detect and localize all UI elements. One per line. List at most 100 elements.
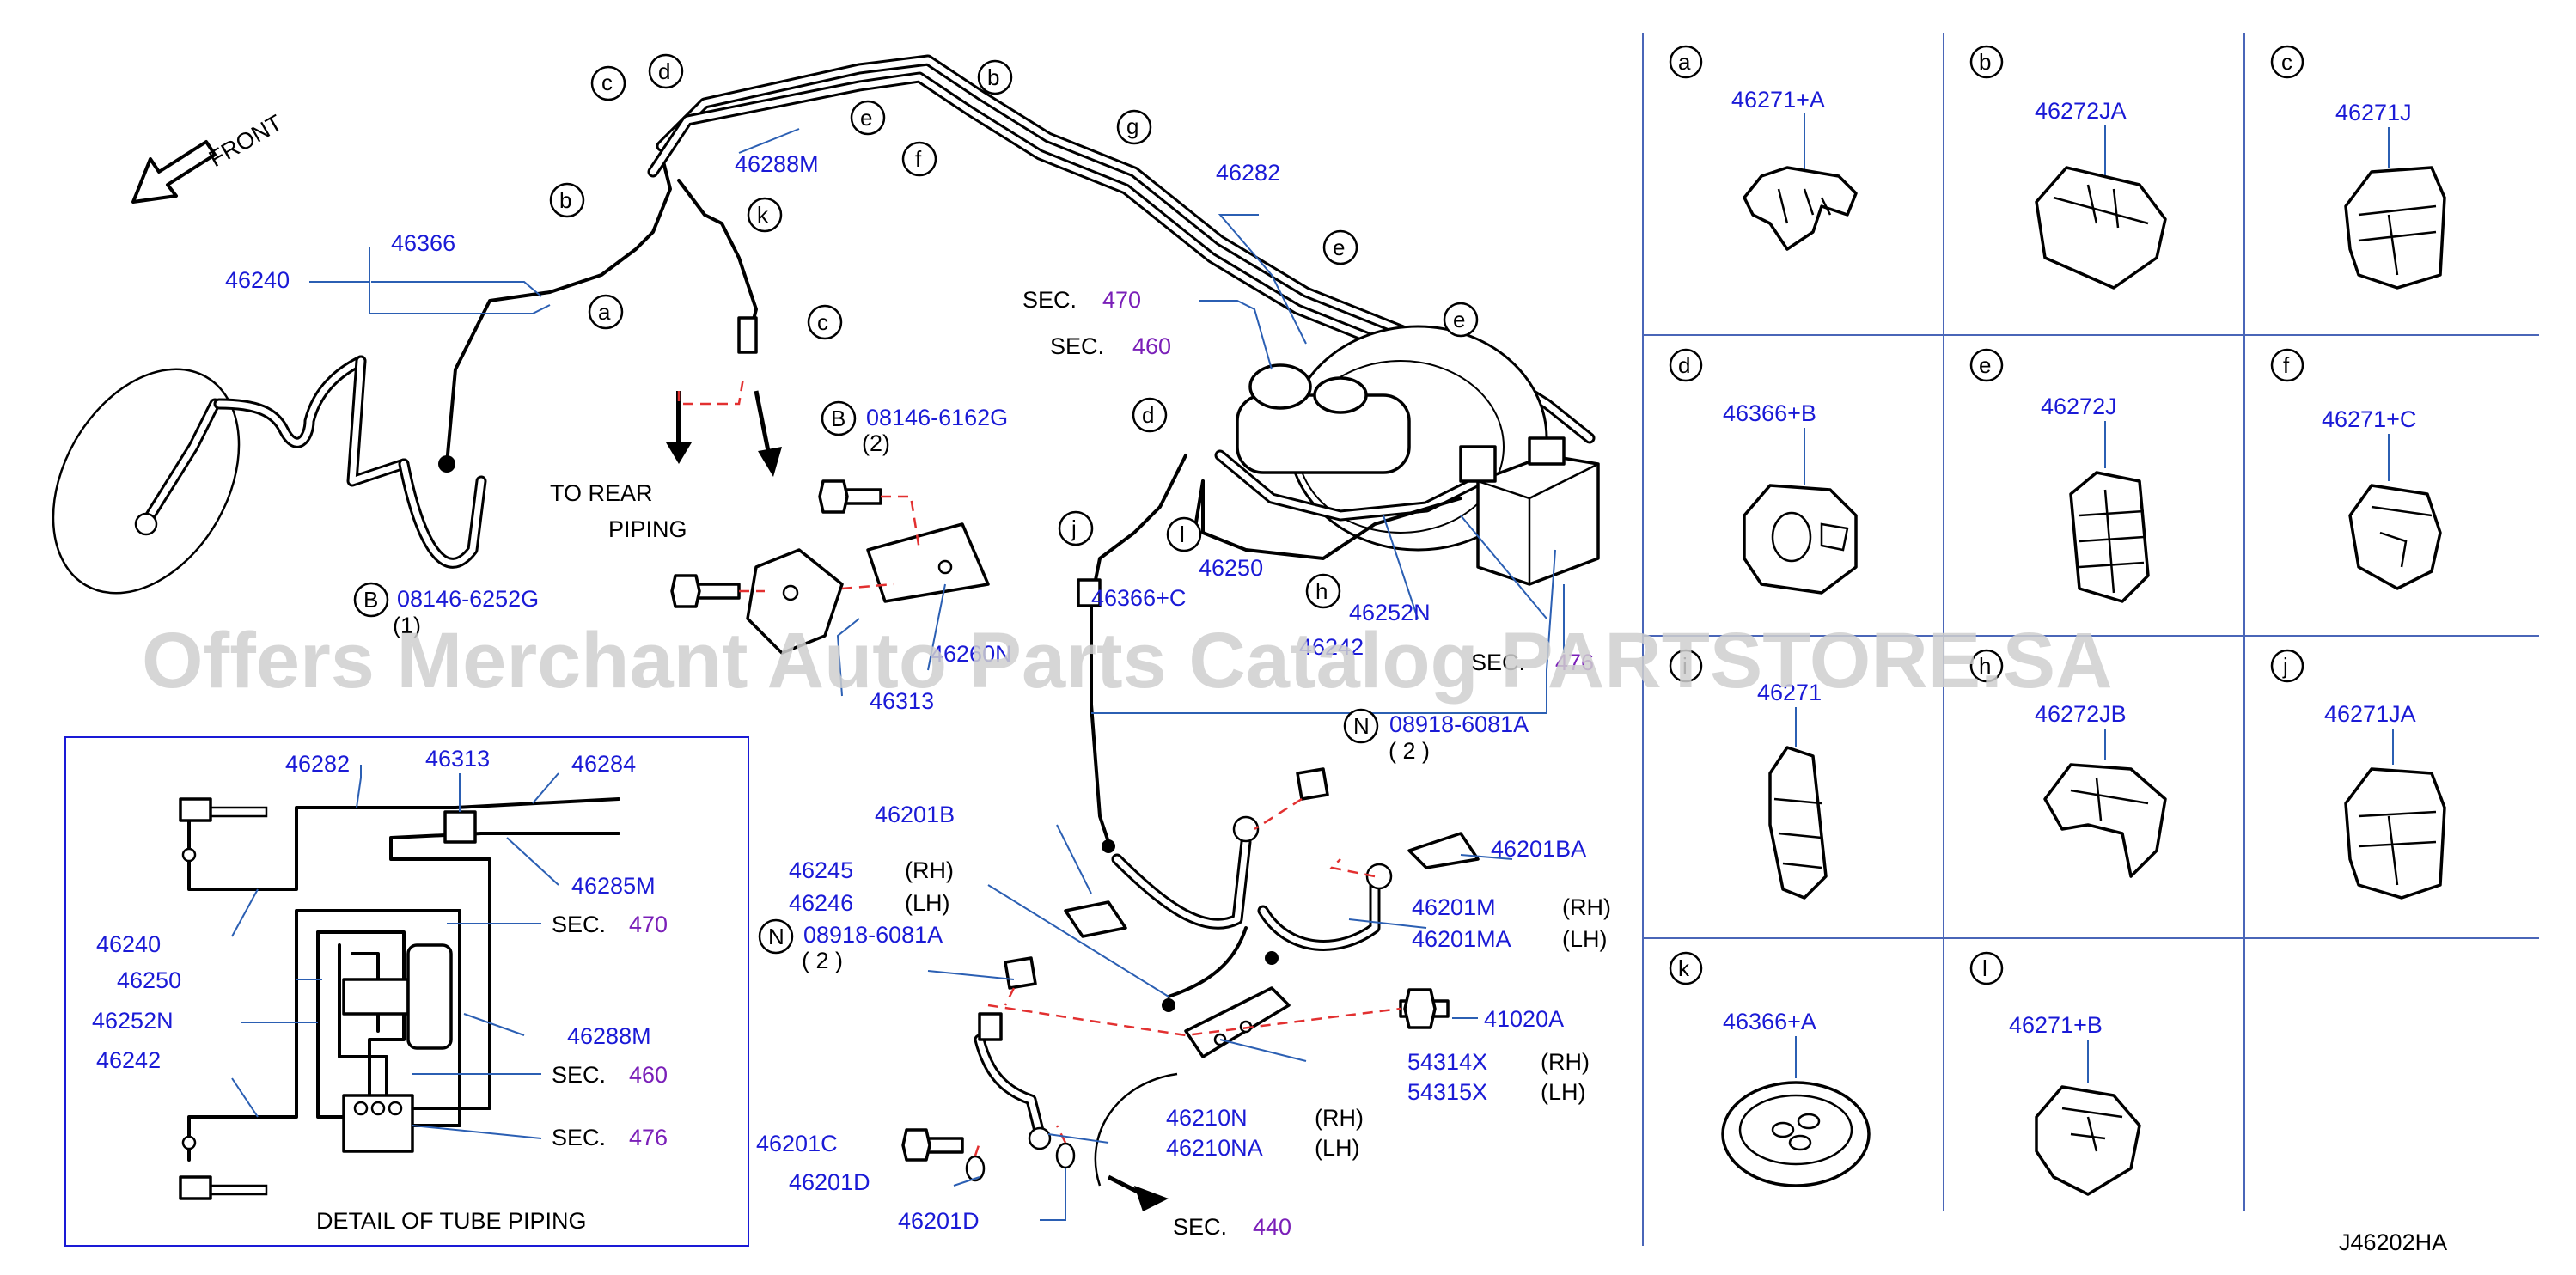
- part-46210n-rh: (RH): [1315, 1105, 1364, 1131]
- detail-sec-460: 460: [629, 1062, 668, 1088]
- callout-l: l: [1166, 516, 1202, 552]
- svg-text:e: e: [860, 105, 872, 131]
- svg-text:B: B: [831, 406, 845, 431]
- clip-cell-a: a 46271+A: [1669, 45, 1858, 251]
- svg-text:g: g: [1126, 113, 1138, 139]
- svg-text:h: h: [1979, 653, 1991, 679]
- svg-text:d: d: [1678, 352, 1690, 378]
- part-46366: 46366: [391, 230, 455, 256]
- svg-text:l: l: [1982, 955, 1987, 981]
- rear-hoses: [1064, 815, 1480, 1012]
- part-54315x-lh: (LH): [1541, 1079, 1586, 1105]
- part-46210na-lh: (LH): [1315, 1135, 1360, 1161]
- clip-cell-j: j 46271JA: [2270, 649, 2446, 900]
- watermark: Offers Merchant Auto Parts Catalog PARTS…: [142, 617, 2113, 705]
- detail-part-46242: 46242: [96, 1047, 161, 1073]
- part-54314x: 54314X: [1407, 1049, 1487, 1075]
- assembly-dashed-lines: [677, 377, 1401, 1156]
- sec-470-prefix: SEC.: [1022, 287, 1077, 313]
- part-46246: 46246: [789, 890, 853, 916]
- callout-d-1: d: [648, 53, 684, 89]
- callout-h: h: [1305, 573, 1341, 609]
- svg-text:k: k: [757, 202, 769, 228]
- part-46240: 46240: [225, 267, 290, 293]
- svg-text:46366+A: 46366+A: [1723, 1009, 1816, 1034]
- part-46201b: 46201B: [875, 802, 955, 827]
- callout-circles: c d b e f b g k a c e e d l j h: [549, 53, 1479, 609]
- part-08146-6252g: 08146-6252G: [397, 586, 539, 612]
- bolt-b2-callout: B: [353, 582, 389, 618]
- bolt-46201c-icon: [901, 1128, 964, 1162]
- part-46288m: 46288M: [735, 151, 819, 177]
- clip-cell-e: e 46272J: [1969, 348, 2150, 603]
- svg-text:d: d: [658, 58, 670, 84]
- part-46245-rh: (RH): [905, 857, 954, 883]
- part-46242: 46242: [1299, 634, 1364, 660]
- sec-470-number: 470: [1102, 287, 1141, 313]
- washer-46201d-lower-icon: [1055, 1142, 1076, 1169]
- part-46246-lh: (LH): [905, 890, 950, 916]
- svg-text:N: N: [768, 924, 784, 949]
- washer-46201d-icon: [965, 1155, 986, 1182]
- part-46201ma: 46201MA: [1412, 926, 1511, 952]
- part-08918-6081a: 08918-6081A: [1389, 711, 1529, 737]
- front-label: FRONT: [204, 110, 287, 172]
- callout-f-1: f: [901, 141, 937, 177]
- clip-cells: a 46271+A b 46272JA c 46271J d 46366+B: [1669, 45, 2446, 1196]
- abs-actuator: [1459, 436, 1600, 586]
- part-46252n: 46252N: [1349, 600, 1431, 625]
- part-46201ma-lh: (LH): [1562, 926, 1608, 952]
- svg-text:h: h: [1315, 578, 1328, 604]
- svg-text:b: b: [559, 187, 571, 213]
- bracket-54314x: [1184, 986, 1291, 1058]
- svg-text:a: a: [1678, 49, 1691, 75]
- svg-text:B: B: [363, 587, 378, 613]
- detail-part-46285m: 46285M: [571, 873, 656, 899]
- detail-part-46282: 46282: [285, 751, 350, 777]
- part-46201c: 46201C: [756, 1131, 838, 1156]
- to-rear-label: TO REAR: [550, 480, 653, 506]
- svg-text:f: f: [915, 146, 922, 172]
- callout-e-3: e: [1443, 302, 1479, 338]
- part-08146-6162g: 08146-6162G: [866, 405, 1008, 430]
- svg-text:46271J: 46271J: [2335, 100, 2412, 125]
- part-46201d: 46201D: [789, 1169, 870, 1195]
- svg-text:N: N: [1353, 713, 1370, 739]
- part-46282: 46282: [1216, 160, 1280, 186]
- detail-part-46288m: 46288M: [567, 1023, 651, 1049]
- nut-08918-6081a-lower-icon: [1004, 956, 1037, 990]
- sec-440-number: 440: [1253, 1214, 1291, 1240]
- svg-text:k: k: [1678, 955, 1690, 981]
- callout-g: g: [1116, 109, 1152, 145]
- nut-n1-callout: N: [1343, 708, 1379, 744]
- part-46201d-2: 46201D: [898, 1208, 980, 1234]
- callout-a: a: [588, 294, 624, 330]
- svg-text:b: b: [987, 64, 999, 90]
- detail-sec-476: 476: [629, 1125, 668, 1150]
- nut-n2-callout: N: [758, 918, 794, 955]
- bolt-08146-6252g-icon: [670, 574, 741, 608]
- detail-sec-470-prefix: SEC.: [552, 912, 606, 937]
- sec-476-prefix: SEC.: [1471, 650, 1525, 675]
- sec-460-number: 460: [1132, 333, 1171, 359]
- diagram-code: J46202HA: [2339, 1229, 2447, 1255]
- clip-grid: [1642, 33, 2539, 1246]
- part-08918-6081a-qty: ( 2 ): [1389, 738, 1430, 764]
- svg-text:d: d: [1142, 402, 1154, 428]
- clip-cell-h: h 46272JB: [1969, 649, 2167, 878]
- svg-text:f: f: [2283, 352, 2290, 378]
- clip-cell-b: b 46272JA: [1969, 45, 2167, 290]
- svg-text:46271JA: 46271JA: [2324, 701, 2416, 727]
- callout-b-1: b: [549, 182, 585, 218]
- part-46260n: 46260N: [931, 641, 1012, 667]
- clip-cell-k: k 46366+A: [1669, 951, 1871, 1187]
- svg-text:46271+B: 46271+B: [2009, 1012, 2103, 1038]
- callout-c-2: c: [807, 304, 843, 340]
- clip-cell-c: c 46271J: [2270, 45, 2446, 290]
- part-46210n: 46210N: [1166, 1105, 1248, 1131]
- svg-text:e: e: [1453, 307, 1465, 332]
- callout-e-1: e: [850, 100, 886, 136]
- svg-text:i: i: [1682, 653, 1688, 679]
- part-08918-6081a-2-qty: ( 2 ): [802, 948, 843, 973]
- callout-j: j: [1058, 510, 1094, 546]
